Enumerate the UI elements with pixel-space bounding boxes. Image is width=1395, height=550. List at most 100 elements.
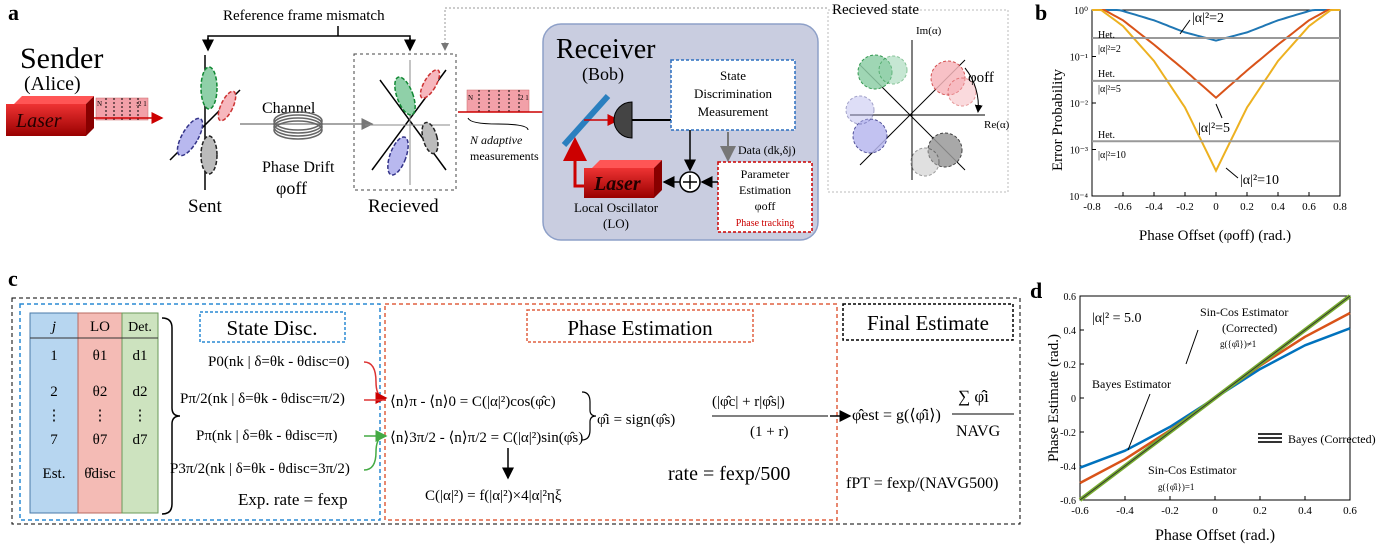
- het-label-2: Het.: [1098, 69, 1115, 80]
- chart-b-xtick-label: 0: [1213, 201, 1219, 213]
- received-pulse-train: N :2 1: [466, 89, 530, 113]
- table-cell-lo: θ1: [93, 348, 108, 364]
- chart-d-ylabel: Phase Estimate (rad.): [1046, 334, 1062, 462]
- final-equation: φ̂est = g(⟨φ̂i⟩): [852, 407, 941, 424]
- data-label: Data (dk,δj): [738, 143, 796, 157]
- error-prob-series-line: [1092, 9, 1340, 42]
- param-est-box: [717, 161, 813, 233]
- state-disc-title: State Disc.: [227, 316, 318, 340]
- lo-laser-label: Laser: [593, 173, 641, 195]
- chart-b-xtick-label: 0.4: [1271, 201, 1285, 213]
- het-label-3: Het.: [1098, 130, 1115, 141]
- pe-line3: φoff: [755, 199, 776, 213]
- phi-off-label: φoff: [276, 178, 307, 198]
- panel-d-label: d: [1030, 278, 1042, 303]
- received-pulse-n: N: [468, 94, 473, 102]
- chart-d-xtick-label: -0.2: [1161, 505, 1178, 517]
- pe-line1: Parameter: [741, 167, 790, 181]
- ref-mismatch-bracket: [207, 35, 411, 48]
- chart-b-xtick-label: -0.6: [1114, 201, 1132, 213]
- chart-d-xlabel: Phase Offset (rad.): [1155, 527, 1275, 544]
- panel-c-frame: [11, 297, 1021, 525]
- c-equation: C(|α|²) = f(|α|²)×4|α|²ηξ: [425, 488, 562, 504]
- state-disc-frame: [19, 303, 381, 521]
- curve-2-label: |α|²=2: [1192, 11, 1224, 26]
- frac-denominator: (1 + r): [750, 424, 788, 440]
- re-alpha-label: Re(α): [984, 119, 1010, 131]
- rate-label: rate = fexp/500: [668, 463, 790, 485]
- chart-b-xtick-label: -0.8: [1083, 201, 1101, 213]
- phase-est-title: Phase Estimation: [567, 316, 713, 340]
- chart-b-ytick-label: 10⁻²: [1070, 99, 1088, 110]
- chart-d-xtick-label: 0: [1212, 505, 1218, 517]
- chart-d-ytick-label: -0.2: [1060, 428, 1076, 439]
- table-brace: [161, 317, 181, 515]
- estimates-brace: [581, 391, 597, 441]
- ppi-equation: Pπ(nk | δ=θk - θdisc=π): [196, 428, 338, 444]
- sender-laser: Laser: [6, 96, 94, 136]
- received-state-title: Recieved state: [832, 2, 919, 18]
- panel-c-label: c: [8, 266, 18, 291]
- sender-title: Sender: [20, 42, 103, 75]
- frac-numerator: (|φ̂c| + r|φ̂s|): [712, 394, 785, 410]
- bayes-corrected-legend-swatch: [1258, 433, 1282, 443]
- fpt-equation: fPT = fexp/(NAVG500): [846, 475, 998, 492]
- final-est-title-box: [842, 303, 1014, 341]
- table-header-lo: LO: [90, 319, 110, 335]
- chart-d-ytick-label: -0.4: [1060, 462, 1076, 473]
- pulse-n-label: N: [97, 100, 102, 108]
- chart-b-xtick-label: 0.2: [1240, 201, 1254, 213]
- table-cell-det: d7: [133, 432, 149, 448]
- sdm-line2: Discrimination: [694, 86, 772, 101]
- table-header-det: Det.: [128, 320, 152, 335]
- het-label-1: Het.: [1098, 30, 1115, 41]
- sender-pulse-train: N :2 1: [95, 97, 149, 121]
- table-cell-j: ⋮: [47, 408, 62, 424]
- received-frame: [353, 53, 457, 191]
- p0-equation: P0(nk | δ=θk - θdisc=0): [208, 354, 349, 370]
- chart-b-xtick-label: -0.4: [1145, 201, 1163, 213]
- panel-b-label: b: [1035, 0, 1047, 25]
- cos-equation: ⟨n⟩π - ⟨n⟩0 = C(|α|²)cos(φ̂c): [390, 394, 556, 410]
- bayes-pointer: [1127, 393, 1151, 451]
- lo-line2: (LO): [603, 216, 629, 231]
- pe-line2: Estimation: [739, 183, 791, 197]
- pulse-21-label: :2 1: [136, 100, 147, 108]
- table-cell-j: 2: [50, 384, 58, 400]
- lo-line1: Local Oscillator: [574, 200, 659, 215]
- error-prob-series-line: [1092, 9, 1340, 173]
- received-state-connector: [444, 7, 828, 48]
- fiber-coil: [273, 111, 323, 140]
- detector-icon: [613, 101, 633, 139]
- n-adaptive-label: N adaptive: [469, 133, 523, 147]
- adaptive-brace: [467, 117, 529, 131]
- curve-5-label: |α|²=5: [1198, 121, 1230, 136]
- received-constellation: [365, 60, 450, 185]
- chart-d-xtick-label: -0.4: [1116, 505, 1134, 517]
- table-cell-lo: θ7: [93, 432, 108, 448]
- p3pi2-equation: P3π/2(nk | δ=θk - θdisc=3π/2): [170, 461, 350, 477]
- chart-b-xlabel: Phase Offset (φoff) (rad.): [1139, 228, 1291, 244]
- chart-d-ytick-label: 0: [1071, 394, 1076, 405]
- table-cell-det: ⋮: [133, 408, 148, 424]
- sent-label: Sent: [188, 196, 223, 217]
- table-cell-det: d2: [133, 384, 148, 400]
- table-cell-j: 7: [50, 432, 58, 448]
- received-state-box: [827, 9, 1009, 193]
- lo-laser: Laser: [584, 160, 662, 198]
- chart-b-ytick-label: 10⁰: [1074, 6, 1088, 17]
- phi-i-equation: φ̂i = sign(φ̂s): [597, 412, 675, 428]
- phase-estimate-series-line: [1079, 295, 1351, 501]
- chart-d-ytick-label: -0.6: [1060, 496, 1076, 507]
- bayes-corrected-label: Bayes (Corrected): [1288, 432, 1376, 446]
- chart-d-ytick-label: 0.2: [1064, 360, 1077, 371]
- phase-tracking-label: Phase tracking: [736, 218, 795, 229]
- phase-drift-label: Phase Drift: [262, 159, 335, 176]
- curve-10-label: |α|²=10: [1240, 173, 1279, 188]
- chart-b-xtick-label: -0.2: [1176, 201, 1193, 213]
- sincos-label: Sin-Cos Estimator: [1200, 305, 1288, 319]
- chart-d-xtick-label: 0.2: [1253, 505, 1267, 517]
